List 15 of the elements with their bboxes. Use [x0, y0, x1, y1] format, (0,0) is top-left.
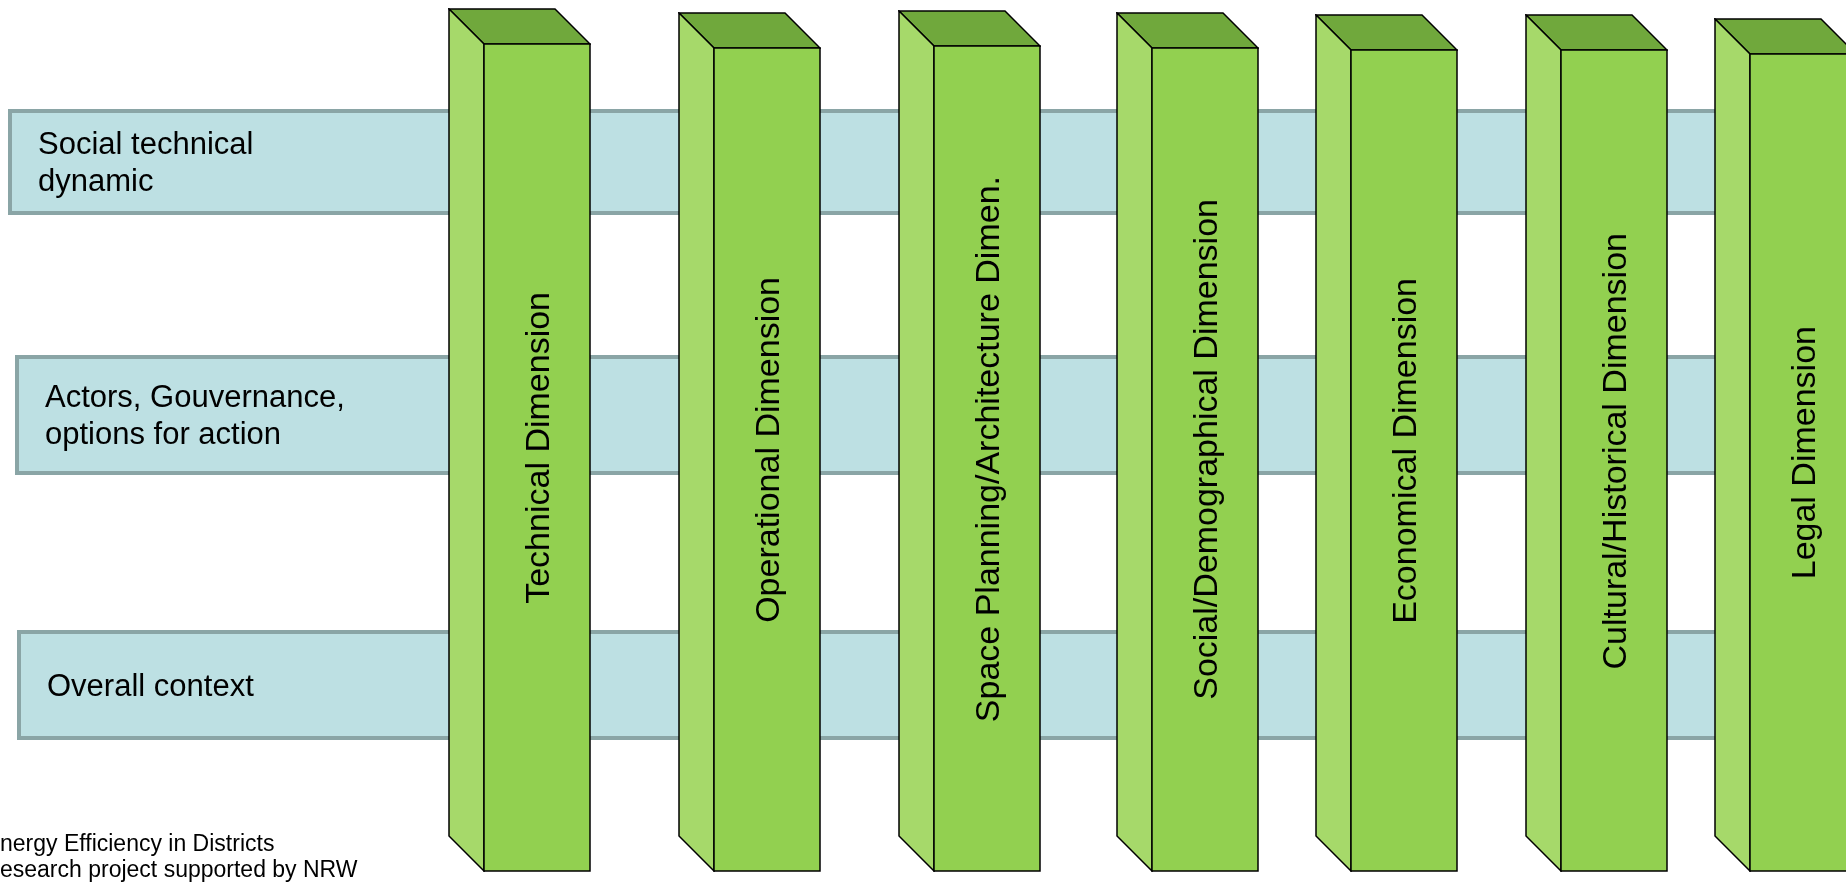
pillar-label: Cultural/Historical Dimension — [1594, 232, 1634, 669]
band-label: Overall context — [47, 666, 255, 704]
pillar-label: Economical Dimension — [1384, 277, 1424, 624]
row-band — [15, 355, 449, 475]
pillar-label: Space Planning/Architecture Dimen. — [967, 175, 1007, 722]
footnote-text: esearch project supported by NRW — [0, 856, 358, 883]
row-band — [17, 630, 449, 740]
footnote-text: nergy Efficiency in Districts — [0, 830, 275, 857]
pillar-label: Legal Dimension — [1783, 326, 1823, 580]
pillar-label: Operational Dimension — [747, 276, 787, 623]
band-label: Social technical dynamic — [38, 125, 255, 199]
band-label: Actors, Gouvernance, options for action — [45, 378, 346, 452]
pillar-label: Technical Dimension — [517, 291, 557, 604]
pillar-label: Social/Demographical Dimension — [1185, 199, 1225, 700]
row-band — [8, 109, 449, 215]
